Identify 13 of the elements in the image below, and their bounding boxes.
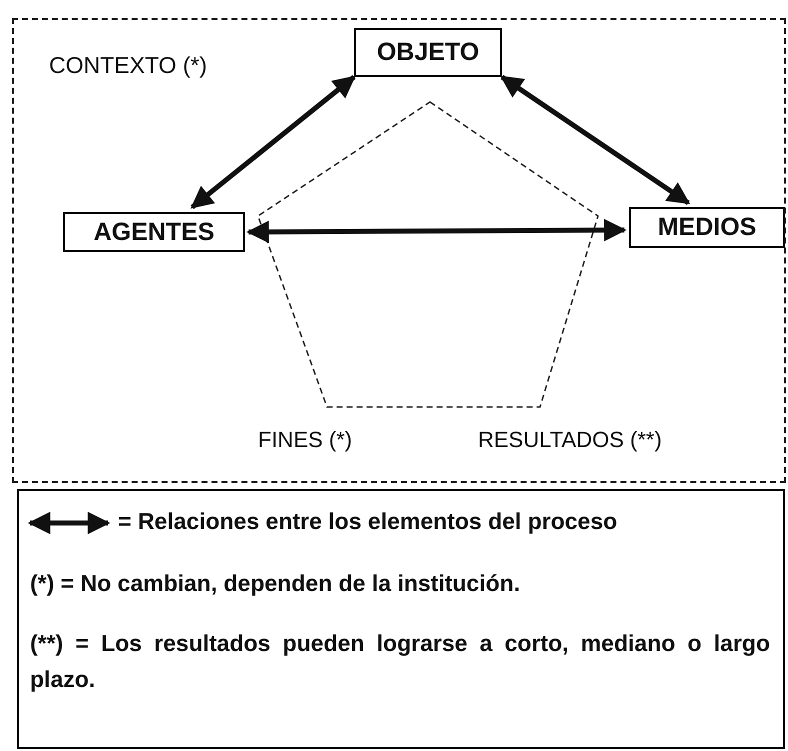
double-arrow — [500, 74, 690, 205]
concept-box: OBJETO — [354, 28, 502, 77]
legend-text: = Relaciones entre los elementos del proceso — [118, 508, 618, 535]
context-region — [12, 18, 786, 483]
region-title: CONTEXTO (*) — [49, 52, 208, 79]
footnote: (*) = No cambian, dependen de la institución. — [30, 569, 522, 598]
double-arrow — [246, 218, 627, 244]
double-arrow — [190, 75, 356, 210]
footnote: (**) = Los resultados pueden lograrse a corto, mediano o largo plazo. — [30, 629, 770, 694]
pentagon-label: RESULTADOS (**) — [478, 426, 662, 454]
concept-box: AGENTES — [63, 212, 245, 252]
pentagon-label: FINES (*) — [258, 426, 352, 454]
concept-box: MEDIOS — [629, 207, 785, 248]
